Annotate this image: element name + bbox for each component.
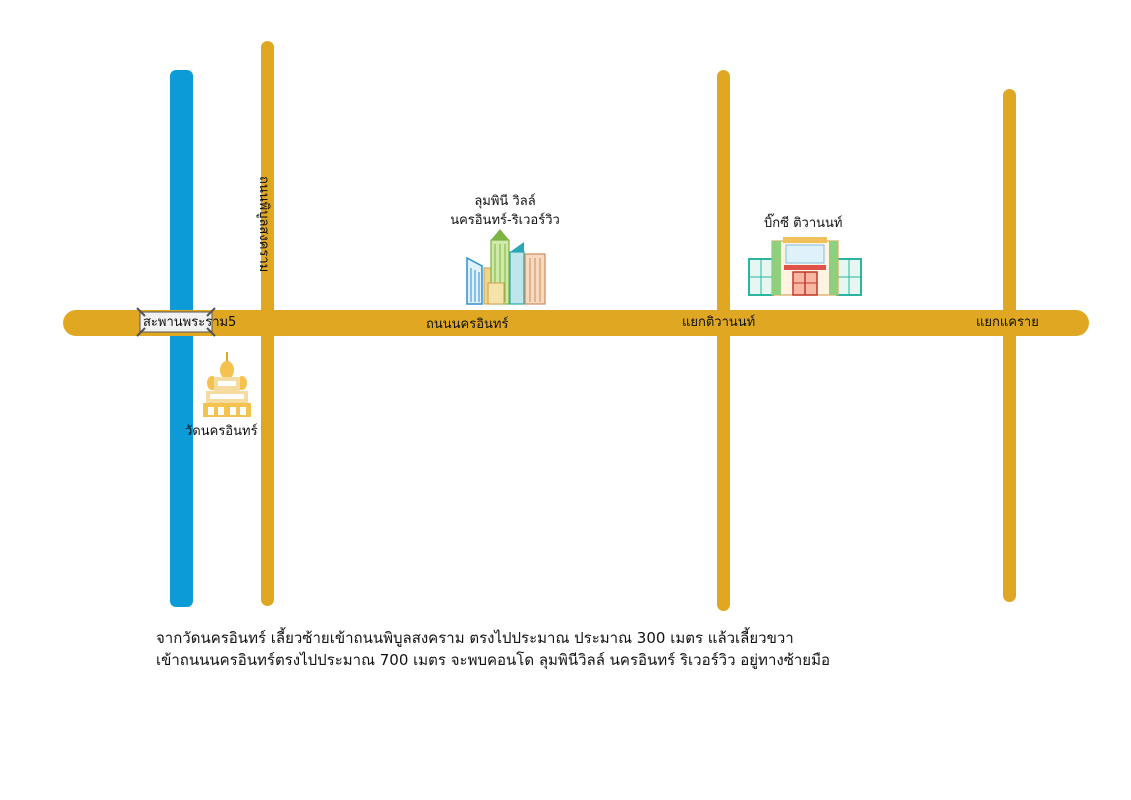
- directions-line1: จากวัดนครอินทร์ เลี้ยวซ้ายเข้าถนนพิบูลสง…: [156, 629, 794, 647]
- condo-name-line2: นครอินทร์-ริเวอร์วิว: [450, 213, 560, 228]
- directions-text: จากวัดนครอินทร์ เลี้ยวซ้ายเข้าถนนพิบูลสง…: [156, 627, 830, 671]
- bridge-label: สะพานพระราม5: [143, 315, 237, 330]
- bigc-label: บิ๊กซี ติวานนท์: [764, 216, 843, 231]
- bridge-icon: [136, 307, 216, 337]
- khae-rai-junction-label: แยกแคราย: [976, 315, 1039, 330]
- tiwanon-road: [717, 70, 730, 611]
- nakorn-in-road-label: ถนนนครอินทร์: [426, 317, 509, 332]
- condo-name-line1: ลุมพินี วิลล์: [474, 194, 536, 209]
- directions-line2: เข้าถนนนครอินทร์ตรงไปประมาณ 700 เมตร จะพ…: [156, 651, 830, 669]
- nakorn-in-road: [63, 310, 1089, 336]
- pibulsongkram-road-label: ถนนพิบูลสงคราม: [256, 176, 271, 273]
- temple-icon: [203, 352, 251, 417]
- chao-phraya-river: [170, 70, 193, 607]
- condo-building-icon: [466, 229, 546, 305]
- khae-rai-road: [1003, 89, 1016, 602]
- tiwanon-junction-label: แยกติวานนท์: [682, 315, 756, 330]
- temple-label: วัดนครอินทร์: [185, 424, 258, 439]
- shopping-mall-icon: [748, 237, 862, 296]
